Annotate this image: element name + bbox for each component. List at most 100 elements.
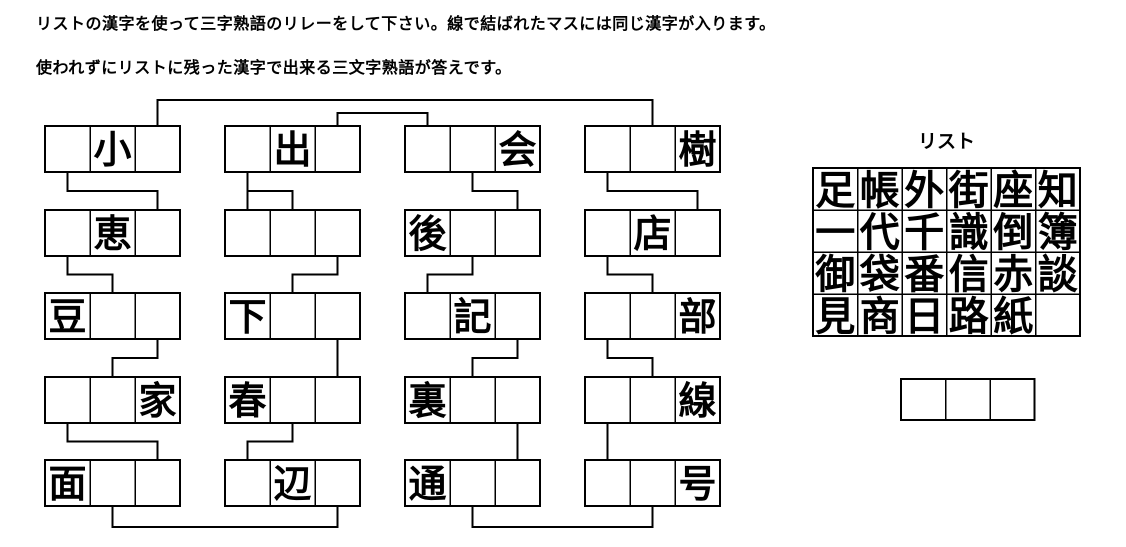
word-box-r0c1-cell-r0c0[interactable] bbox=[224, 125, 271, 173]
word-box-r1c1-cell-r0c2[interactable] bbox=[314, 209, 361, 257]
word-box-r1c0-cell-r0c2[interactable] bbox=[134, 209, 181, 257]
word-box-r4c3-kanji-r0c2: 号 bbox=[678, 464, 716, 506]
word-box-r3c0-kanji-r0c2: 家 bbox=[138, 381, 176, 423]
word-box-r3c0-outline bbox=[44, 376, 181, 424]
list-cell-r3c1 bbox=[856, 293, 903, 337]
word-box-r0c3-kanji-r0c2: 樹 bbox=[678, 130, 716, 172]
word-box-r1c2-cell-r0c2[interactable] bbox=[494, 209, 541, 257]
answer-outline bbox=[900, 378, 1036, 421]
word-box-r4c1-outline bbox=[224, 459, 361, 507]
word-box-r0c2-cell-r0c0[interactable] bbox=[404, 125, 451, 173]
word-box-r4c2-cell-r0c1[interactable] bbox=[449, 459, 496, 507]
connector-gap-2-0 bbox=[471, 172, 519, 210]
word-box-r4c3-cell-r0c1[interactable] bbox=[629, 459, 676, 507]
word-box-r0c1-kanji-r0c1: 出 bbox=[273, 130, 311, 172]
connector-gap-5-0 bbox=[291, 256, 339, 293]
word-box-r0c2-cell-r0c1[interactable] bbox=[449, 125, 496, 173]
list-title: リスト bbox=[918, 132, 975, 153]
word-box-r4c2-cell-r0c2[interactable] bbox=[494, 459, 541, 507]
connector-gap-11-0 bbox=[606, 339, 654, 377]
word-box-r3c2-cell-r0c1[interactable] bbox=[449, 376, 496, 424]
word-box-r3c3-kanji-r0c2: 線 bbox=[678, 381, 716, 423]
word-box-r0c0-cell-r0c2[interactable] bbox=[134, 125, 181, 173]
word-box-r2c1-cell-r0c1[interactable] bbox=[269, 292, 316, 340]
word-box-r0c3-outline bbox=[584, 125, 721, 173]
list-kanji-r1c2: 千 bbox=[904, 211, 944, 255]
word-box-r0c1-cell-r0c2[interactable] bbox=[314, 125, 361, 173]
word-box-r2c3-cell-r0c1[interactable] bbox=[629, 292, 676, 340]
connector-gap-0-0 bbox=[66, 172, 159, 210]
word-box-r4c3-outline bbox=[584, 459, 721, 507]
answer-cell-r0c1[interactable] bbox=[944, 378, 991, 421]
list-cell-r1c2 bbox=[901, 209, 948, 253]
connector-gap-12-0 bbox=[66, 423, 159, 460]
word-box-r0c2-kanji-r0c2: 会 bbox=[498, 130, 536, 172]
word-box-r4c0-cell-r0c2[interactable] bbox=[134, 459, 181, 507]
connector-gap-10-0 bbox=[471, 339, 519, 377]
list-kanji-r0c4: 座 bbox=[993, 169, 1033, 213]
word-box-r1c0-cell-r0c0[interactable] bbox=[44, 209, 91, 257]
answer-cell-r0c0[interactable] bbox=[900, 378, 947, 421]
word-box-r4c0-cell-r0c1[interactable] bbox=[89, 459, 136, 507]
word-box-r0c3-cell-r0c0[interactable] bbox=[584, 125, 631, 173]
word-box-r4c0-kanji-r0c0: 面 bbox=[48, 464, 86, 506]
list-cell-r3c3 bbox=[945, 293, 992, 337]
word-box-r3c0-cell-r0c2 bbox=[134, 376, 181, 424]
instruction-line-1: リストの漢字を使って三字熟語のリレーをして下さい。線で結ばれたマスには同じ漢字が… bbox=[36, 16, 776, 33]
word-box-r1c1-cell-r0c1[interactable] bbox=[269, 209, 316, 257]
word-box-r3c3-cell-r0c1[interactable] bbox=[629, 376, 676, 424]
word-box-r1c1-cell-r0c0[interactable] bbox=[224, 209, 271, 257]
list-kanji-r0c5: 知 bbox=[1038, 169, 1078, 213]
word-box-r3c1-cell-r0c1[interactable] bbox=[269, 376, 316, 424]
word-box-r3c1-kanji-r0c0: 春 bbox=[228, 381, 266, 423]
word-box-r0c0-kanji-r0c1: 小 bbox=[93, 130, 131, 172]
word-box-r1c3-cell-r0c2[interactable] bbox=[674, 209, 721, 257]
connector-top-1 bbox=[336, 112, 429, 126]
word-box-r3c1-outline bbox=[224, 376, 361, 424]
word-box-r2c0-cell-r0c2[interactable] bbox=[134, 292, 181, 340]
word-box-r0c1-outline bbox=[224, 125, 361, 173]
word-box-r0c3-cell-r0c1[interactable] bbox=[629, 125, 676, 173]
list-kanji-r2c3: 信 bbox=[949, 253, 989, 297]
word-box-r4c3-cell-r0c0[interactable] bbox=[584, 459, 631, 507]
answer-cell-r0c2[interactable] bbox=[989, 378, 1036, 421]
word-box-r1c0-outline bbox=[44, 209, 181, 257]
word-box-r2c0-cell-r0c1[interactable] bbox=[89, 292, 136, 340]
word-box-r1c1-outline bbox=[224, 209, 361, 257]
word-box-r2c2-cell-r0c2[interactable] bbox=[494, 292, 541, 340]
list-kanji-r3c1: 商 bbox=[860, 295, 900, 339]
word-box-r2c2-outline bbox=[404, 292, 541, 340]
word-box-r3c3-cell-r0c0[interactable] bbox=[584, 376, 631, 424]
word-box-r3c3-outline bbox=[584, 376, 721, 424]
word-box-r3c2-outline bbox=[404, 376, 541, 424]
word-box-r1c2-cell-r0c1[interactable] bbox=[449, 209, 496, 257]
word-box-r2c3-cell-r0c0[interactable] bbox=[584, 292, 631, 340]
word-box-r1c3-kanji-r0c1: 店 bbox=[633, 214, 671, 256]
word-box-r4c0-outline bbox=[44, 459, 181, 507]
word-box-r3c2-cell-r0c2[interactable] bbox=[494, 376, 541, 424]
word-box-r1c3-cell-r0c0[interactable] bbox=[584, 209, 631, 257]
list-kanji-r1c5: 簿 bbox=[1038, 211, 1078, 255]
word-box-r4c1-cell-r0c2[interactable] bbox=[314, 459, 361, 507]
word-box-r3c0-cell-r0c1[interactable] bbox=[89, 376, 136, 424]
word-box-r2c3-kanji-r0c2: 部 bbox=[678, 297, 716, 339]
word-box-r4c1-cell-r0c0[interactable] bbox=[224, 459, 271, 507]
connector-gap-3-0 bbox=[606, 172, 699, 210]
list-kanji-r0c2: 外 bbox=[904, 169, 944, 213]
word-box-r4c1-kanji-r0c1: 辺 bbox=[273, 464, 311, 506]
word-box-r2c2-cell-r0c0[interactable] bbox=[404, 292, 451, 340]
connector-top-0 bbox=[156, 99, 654, 126]
word-box-r1c0-kanji-r0c1: 恵 bbox=[93, 214, 131, 256]
connector-gap-6-0 bbox=[426, 256, 474, 293]
word-box-r3c1-cell-r0c2[interactable] bbox=[314, 376, 361, 424]
word-box-r0c0-cell-r0c0[interactable] bbox=[44, 125, 91, 173]
list-kanji-r0c0: 足 bbox=[815, 169, 855, 213]
word-box-r2c1-cell-r0c2[interactable] bbox=[314, 292, 361, 340]
connector-gap-13-0 bbox=[246, 423, 294, 460]
word-box-r0c0-outline bbox=[44, 125, 181, 173]
word-box-r3c0-cell-r0c0[interactable] bbox=[44, 376, 91, 424]
word-box-r0c2-outline bbox=[404, 125, 541, 173]
word-box-r2c0-outline bbox=[44, 292, 181, 340]
